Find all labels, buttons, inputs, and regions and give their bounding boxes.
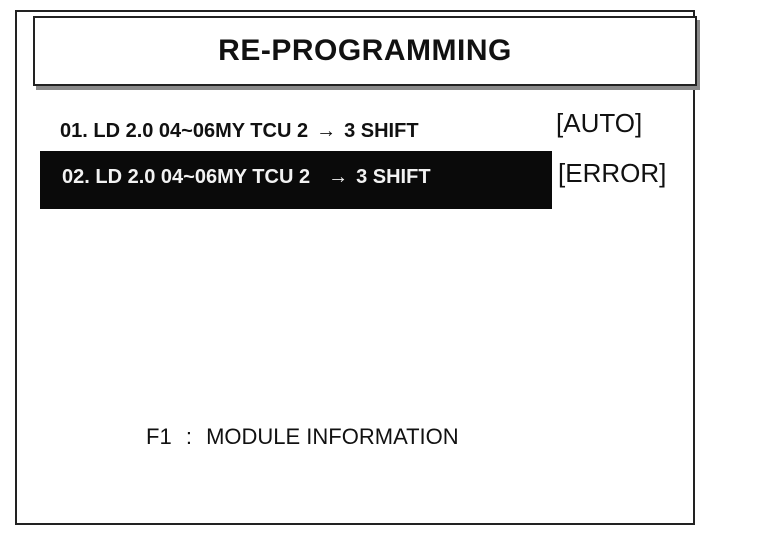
list-item-label: 02. LD 2.0 04~06MY TCU 2 — [62, 166, 311, 188]
footer-hint[interactable]: F1 : MODULE INFORMATION — [146, 424, 459, 450]
function-key: F1 — [146, 424, 172, 449]
list-item-label: 01. LD 2.0 04~06MY TCU 2 — [60, 120, 309, 142]
list-item-shift: 3 SHIFT — [344, 120, 419, 142]
list-item-01[interactable]: 01. LD 2.0 04~06MY TCU 2 → 3 SHIFT — [48, 114, 548, 148]
arrow-right-icon: → — [328, 166, 349, 188]
key-separator: : — [185, 424, 192, 449]
arrow-right-icon: → — [316, 120, 337, 142]
page-title: RE-PROGRAMMING — [218, 34, 512, 67]
list-item-shift: 3 SHIFT — [356, 166, 431, 188]
status-badge-auto: [AUTO] — [556, 108, 643, 138]
screen-frame: RE-PROGRAMMING — [15, 10, 697, 525]
list-item-02-selected[interactable]: 02. LD 2.0 04~06MY TCU 2 → 3 SHIFT — [40, 151, 552, 209]
footer-hint-text: MODULE INFORMATION — [206, 424, 459, 449]
status-badge-error: [ERROR] — [558, 158, 667, 188]
title-bar: RE-PROGRAMMING — [33, 16, 697, 86]
